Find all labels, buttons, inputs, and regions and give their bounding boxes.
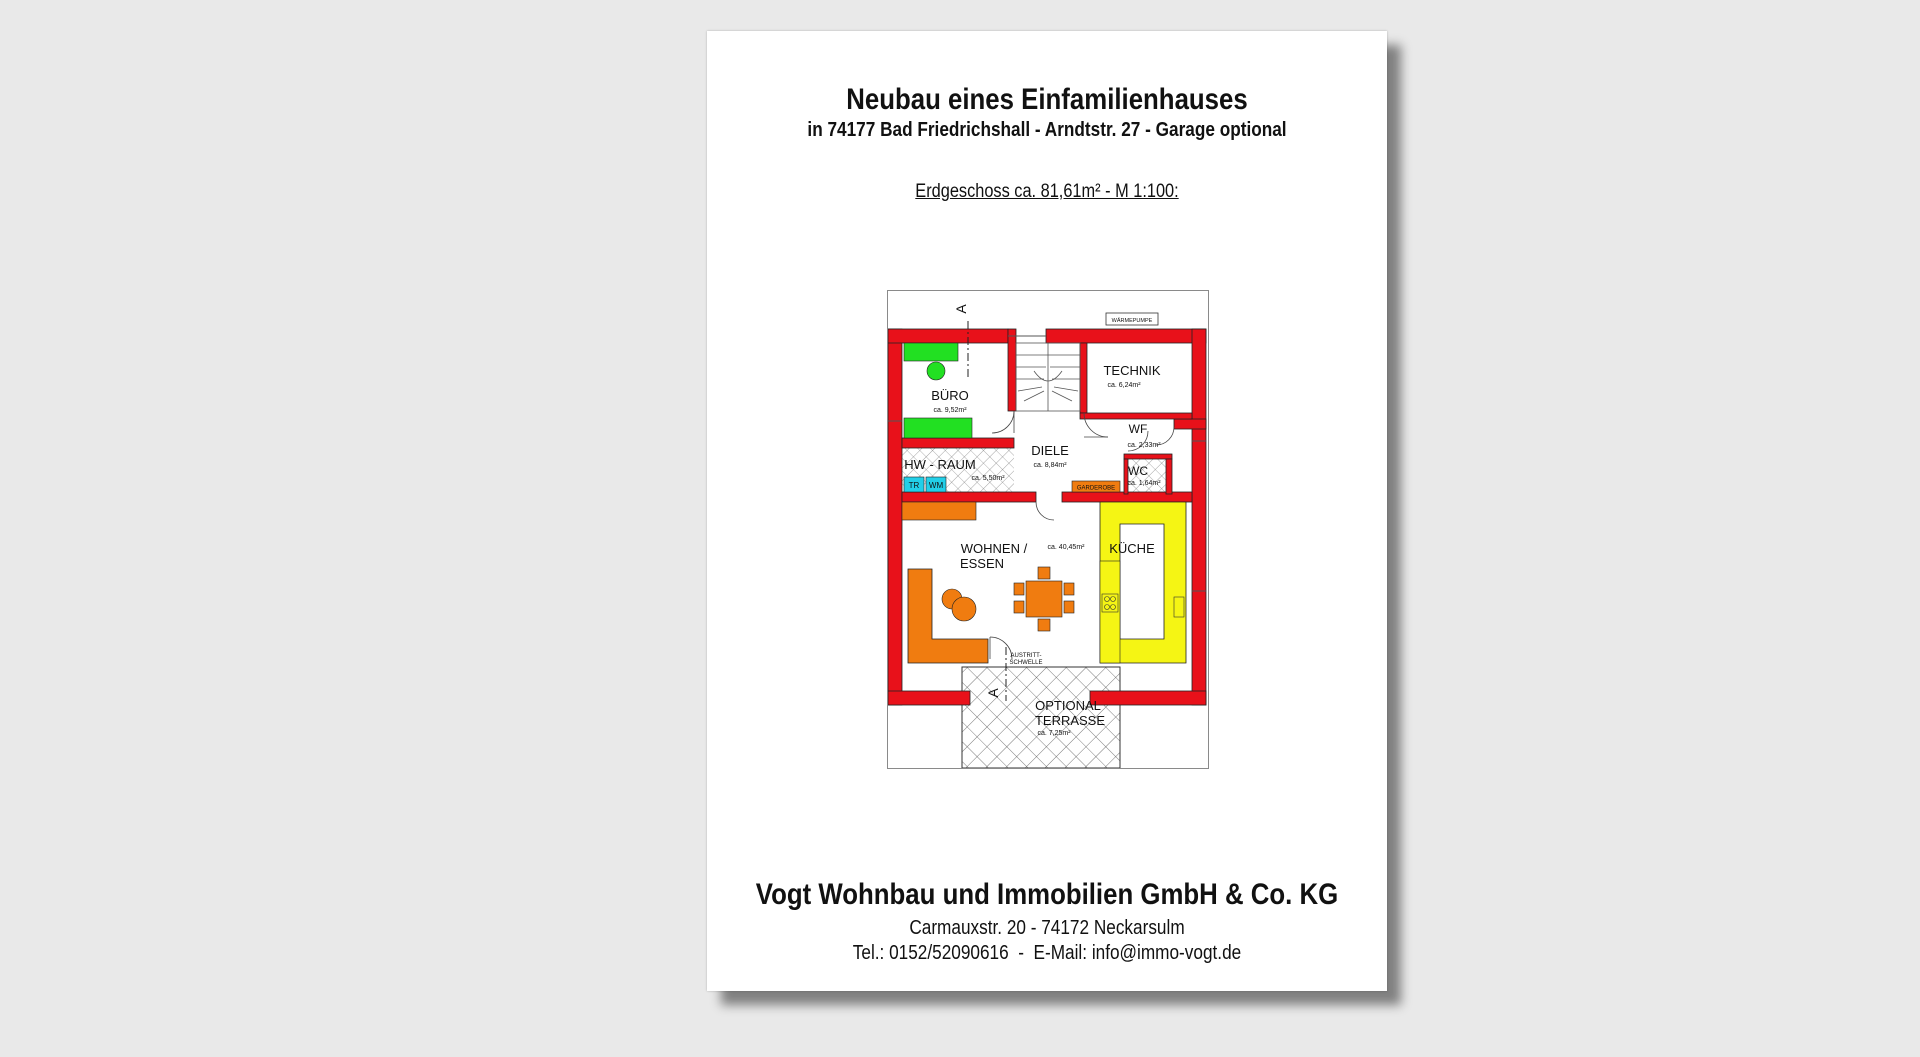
company-contact: Tel.: 0152/52090616 - E-Mail: info@immo-… bbox=[852, 942, 1242, 964]
cooktop bbox=[1101, 593, 1119, 613]
garderobe-label: GARDEROBE bbox=[1077, 486, 1115, 492]
room-wohnen-name-2: ESSEN bbox=[960, 556, 1004, 571]
sofa bbox=[907, 568, 989, 664]
windows bbox=[888, 335, 1206, 592]
room-terrasse-area: ca. 7,25m² bbox=[1037, 730, 1071, 737]
wf-wc-floor bbox=[1124, 454, 1172, 494]
room-technik-area: ca. 6,24m² bbox=[1107, 382, 1141, 389]
room-wohnen-area: ca. 40,45m² bbox=[1048, 544, 1086, 551]
inner-walls bbox=[901, 328, 1193, 503]
office-chair bbox=[926, 361, 946, 381]
company-address: Carmauxstr. 20 - 74172 Neckarsulm bbox=[909, 917, 1185, 939]
heat-pump-label: WÄRMEPUMPE bbox=[1112, 317, 1153, 324]
dining-set bbox=[1013, 566, 1075, 632]
office-desk bbox=[903, 417, 973, 439]
room-wc-area: ca. 1,64m² bbox=[1127, 480, 1161, 487]
room-kueche-name: KÜCHE bbox=[1109, 541, 1155, 556]
room-wc-name: WC bbox=[1128, 464, 1148, 478]
expose-page: Neubau eines Einfamilienhauses in 74177 … bbox=[707, 31, 1387, 991]
page-subtitle: in 74177 Bad Friedrichshall - Arndtstr. … bbox=[807, 119, 1287, 141]
room-terrasse-name-2: TERRASSE bbox=[1035, 713, 1105, 728]
floor-plan: A A WÄRMEPUMPE TR WM GARDEROBE bbox=[887, 290, 1209, 769]
terrace-area bbox=[961, 666, 1121, 768]
dryer-label: TR bbox=[909, 481, 920, 490]
armchair bbox=[951, 596, 977, 622]
section-marker-top: A bbox=[953, 304, 969, 314]
room-wf-name: WF bbox=[1129, 422, 1148, 436]
doors bbox=[989, 410, 1175, 660]
room-wohnen-name-1: WOHNEN / bbox=[961, 541, 1028, 556]
room-terrasse-name-1: OPTIONAL bbox=[1035, 698, 1101, 713]
section-line-a: A A bbox=[953, 304, 1007, 701]
outer-walls bbox=[888, 328, 1207, 706]
room-technik-name: TECHNIK bbox=[1103, 363, 1160, 378]
room-wf-area: ca. 2,33m² bbox=[1127, 442, 1161, 449]
room-hw-area: ca. 5,50m² bbox=[971, 475, 1005, 482]
sideboard bbox=[901, 501, 977, 521]
floor-plan-drawing: A A WÄRMEPUMPE TR WM GARDEROBE bbox=[888, 304, 1207, 768]
washer-label: WM bbox=[929, 481, 944, 490]
room-diele-name: DIELE bbox=[1031, 443, 1069, 458]
garderobe bbox=[1071, 480, 1121, 493]
austritt-line-1: AUSTRITT- bbox=[1011, 653, 1042, 659]
washer bbox=[925, 476, 947, 493]
heat-pump-box bbox=[1105, 312, 1159, 326]
room-hw-name: HW - RAUM bbox=[904, 457, 976, 472]
office-shelf bbox=[903, 342, 959, 362]
company-name: Vogt Wohnbau und Immobilien GmbH & Co. K… bbox=[755, 878, 1339, 911]
kitchen-sink bbox=[1173, 596, 1185, 618]
austritt-line-2: SCHWELLE bbox=[1009, 660, 1042, 666]
page-title: Neubau eines Einfamilienhauses bbox=[846, 83, 1248, 116]
staircase bbox=[1015, 342, 1081, 412]
room-buero-area: ca. 9,52m² bbox=[933, 407, 967, 414]
dryer bbox=[903, 476, 925, 493]
floor-label: Erdgeschoss ca. 81,61m² - M 1:100: bbox=[915, 181, 1179, 202]
room-diele-area: ca. 8,84m² bbox=[1033, 462, 1067, 469]
section-marker-bottom: A bbox=[985, 688, 1001, 698]
room-buero-name: BÜRO bbox=[931, 388, 969, 403]
